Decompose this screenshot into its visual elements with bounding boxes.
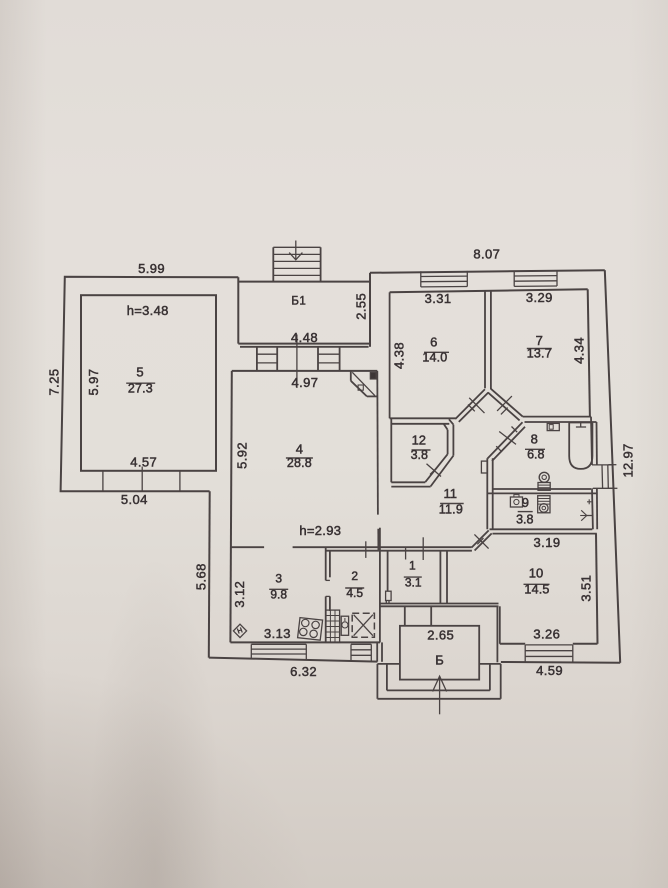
svg-text:13.7: 13.7 [527,347,552,361]
svg-text:8: 8 [531,432,538,447]
svg-text:4.38: 4.38 [392,342,407,369]
svg-text:3.12: 3.12 [232,581,247,608]
svg-text:2: 2 [351,569,358,583]
svg-text:2.65: 2.65 [427,628,454,643]
svg-text:5: 5 [136,365,143,380]
svg-text:3.1: 3.1 [405,575,422,589]
svg-text:5.04: 5.04 [121,492,148,507]
svg-text:12.97: 12.97 [621,443,636,477]
svg-text:14.5: 14.5 [524,583,549,597]
svg-text:3.19: 3.19 [534,535,561,550]
svg-text:5.97: 5.97 [86,369,101,396]
svg-text:3.29: 3.29 [526,290,553,305]
svg-text:5.99: 5.99 [138,261,165,276]
svg-text:3.8: 3.8 [411,448,428,462]
svg-text:9.8: 9.8 [270,587,287,601]
svg-text:3.13: 3.13 [264,626,291,641]
svg-text:4.57: 4.57 [130,455,157,470]
svg-text:3: 3 [275,572,282,586]
svg-text:H: H [237,627,244,635]
svg-text:12: 12 [412,433,426,448]
svg-text:7.25: 7.25 [47,369,62,396]
svg-text:h=2.93: h=2.93 [299,523,341,538]
svg-text:4.59: 4.59 [536,663,563,678]
svg-text:10: 10 [529,565,543,580]
svg-text:Б1: Б1 [291,296,306,308]
svg-text:4.48: 4.48 [291,330,318,345]
svg-text:6.32: 6.32 [290,664,317,679]
svg-text:4: 4 [296,441,303,456]
svg-text:4.97: 4.97 [291,375,318,390]
svg-text:4.5: 4.5 [346,586,363,600]
svg-text:4.34: 4.34 [572,337,587,364]
svg-text:5.92: 5.92 [235,442,250,469]
svg-text:2.55: 2.55 [353,293,368,320]
svg-text:h=3.48: h=3.48 [127,303,169,318]
svg-text:3.26: 3.26 [533,627,560,642]
svg-text:7: 7 [536,333,543,348]
svg-text:28.8: 28.8 [287,456,312,470]
svg-text:14.0: 14.0 [422,350,447,364]
svg-text:9: 9 [522,495,529,510]
svg-text:8.07: 8.07 [473,246,500,261]
svg-text:27.3: 27.3 [128,382,153,396]
svg-text:3.51: 3.51 [578,575,593,602]
svg-text:6.8: 6.8 [527,448,544,462]
svg-text:3.8: 3.8 [516,513,533,527]
svg-text:6: 6 [430,335,437,350]
svg-text:3.31: 3.31 [425,291,452,306]
svg-text:1: 1 [409,559,416,573]
svg-text:5.68: 5.68 [194,563,209,590]
svg-text:11: 11 [444,486,458,501]
svg-text:11.9: 11.9 [439,503,463,517]
svg-text:Б: Б [435,653,444,668]
